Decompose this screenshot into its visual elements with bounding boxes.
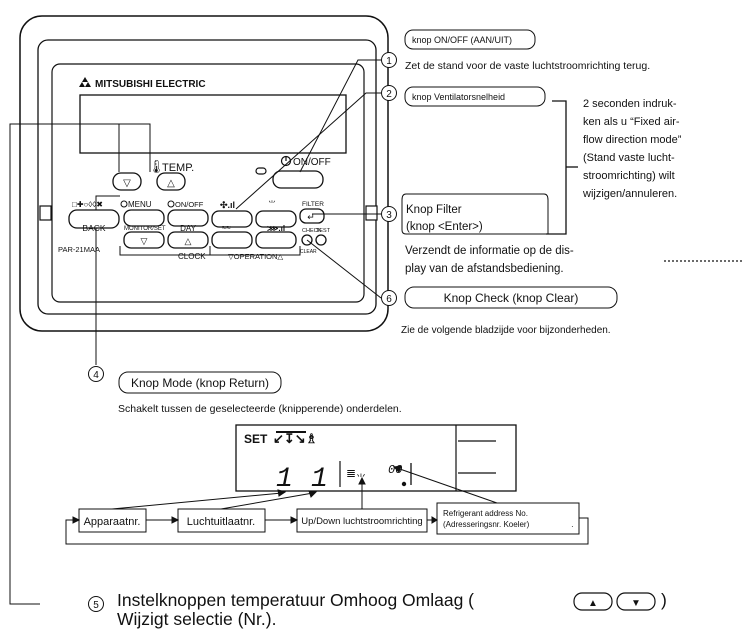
callout-brace — [546, 100, 567, 235]
callout-2-number: 2 — [386, 89, 392, 100]
power-led — [255, 167, 267, 175]
svg-text:(Stand vaste lucht-: (Stand vaste lucht- — [583, 152, 675, 164]
lcd-address-value: 00 — [388, 463, 402, 477]
lcd-detail: SET ↙↧↘♗ 1 1 ≣ ⺌ 00 — [235, 424, 517, 495]
callout-4-desc: Schakelt tussen de geselecteerde (knippe… — [118, 403, 402, 415]
test-button[interactable] — [315, 234, 327, 246]
menu-clock-icon — [120, 200, 128, 208]
lcd-digit-2: 1 — [311, 464, 328, 495]
lcd-vane-icon: ≣ — [346, 466, 356, 480]
flow-step-4-line-2: (Adresseringsnr. Koeler) — [443, 520, 530, 529]
filter-label: FILTER — [302, 201, 324, 208]
callout-3-desc-2: play van de afstandsbediening. — [405, 263, 564, 275]
flow-arrows — [65, 465, 589, 545]
callout-6-title: Knop Check (knop Clear) — [444, 291, 579, 305]
callout-5-title: Instelknoppen temperatuur Omhoog Omlaag … — [117, 590, 474, 610]
flow-sequence: Apparaatnr. Luchtuitlaatnr. Up/Down luch… — [78, 502, 580, 535]
svg-text:△: △ — [185, 236, 192, 246]
svg-text:▽: ▽ — [123, 178, 131, 189]
thermometer-icon: 🌡 — [148, 159, 165, 174]
onoff-main-label: ON/OFF — [293, 157, 331, 168]
menu-button[interactable] — [123, 209, 165, 227]
timer-icon — [167, 200, 175, 208]
check-label: CHECK — [302, 228, 322, 234]
brace-text: 2 seconden indruk- ken als u “Fixed air-… — [582, 98, 682, 200]
callout-1-desc: Zet de stand voor de vaste luchtstroomri… — [405, 60, 650, 72]
callout-5-up-button: ▲ — [573, 592, 613, 611]
louver-icon: ⺌ — [268, 200, 276, 209]
menu-label: MENU — [128, 200, 152, 209]
callout-2-title: knop Ventilatorsnelheid — [412, 92, 505, 102]
svg-text:△: △ — [167, 178, 175, 189]
flow-step-3: Up/Down luchtstroomrichting — [301, 516, 422, 527]
svg-text:▲: ▲ — [588, 598, 598, 609]
mode-back-button[interactable] — [68, 209, 120, 229]
callout-6-desc: Zie de volgende bladzijde voor bijzonder… — [401, 325, 611, 336]
operation-label: ▽OPERATION△ — [228, 252, 284, 261]
callout-5-down-button: ▼ — [616, 592, 656, 611]
test-label: TEST — [316, 228, 331, 234]
mitsubishi-logo — [79, 77, 91, 87]
timer-onoff-label: ON/OFF — [175, 200, 204, 209]
timer-onoff-button[interactable] — [167, 209, 209, 227]
enter-icon: ↵ — [307, 212, 315, 222]
clear-label: CLEAR — [300, 249, 317, 255]
callout-5-title-end: ) — [661, 590, 667, 610]
lcd-airflow-icons: ↙↧↘♗ — [273, 431, 317, 446]
svg-text:flow direction mode”: flow direction mode” — [583, 134, 682, 146]
louver-mode-icon: ≈≈ — [222, 223, 231, 232]
monitor-set-label: MONITOR/SET — [124, 226, 166, 232]
svg-text:wijzigen/annuleren.: wijzigen/annuleren. — [582, 188, 677, 200]
model-label: PAR-21MAA — [58, 245, 100, 254]
svg-text:·: · — [571, 522, 574, 531]
filter-enter-button[interactable] — [299, 208, 325, 224]
brand-label: MITSUBISHI ELECTRIC — [95, 79, 206, 90]
flow-step-2: Luchtuitlaatnr. — [187, 516, 256, 528]
svg-text:stroomrichting) wilt: stroomrichting) wilt — [583, 170, 675, 182]
temp-label: TEMP. — [162, 162, 194, 174]
svg-text:▼: ▼ — [631, 598, 641, 609]
mode-icons: □✚○◊◊✖ — [72, 200, 103, 209]
callout-4-title: Knop Mode (knop Return) — [131, 376, 269, 390]
back-label: BACK — [82, 223, 105, 233]
temp-down-button[interactable]: ▽ — [112, 172, 142, 191]
svg-text:🌡: 🌡 — [148, 159, 165, 174]
remote-controller: MITSUBISHI ELECTRIC 🌡 TEMP. ▽ △ ON/OFF □… — [19, 15, 389, 332]
callout-1-title: knop ON/OFF (AAN/UIT) — [412, 35, 512, 45]
svg-text:ken als u “Fixed air-: ken als u “Fixed air- — [583, 116, 680, 128]
callout-3-desc-1: Verzendt de informatie op de dis- — [405, 245, 574, 257]
callout-5-number: 5 — [93, 600, 99, 611]
callout-3-title: Knop Filter — [406, 204, 462, 216]
callout-5-desc: Wijzigt selectie (Nr.). — [117, 609, 276, 629]
fan-speed-icon: ✣.ıl — [220, 200, 235, 210]
day-label: DAY — [180, 224, 197, 233]
onoff-main-button[interactable] — [272, 170, 324, 189]
callout-3-number: 3 — [386, 210, 392, 221]
airflow-button[interactable] — [255, 210, 297, 228]
clock-label: CLOCK — [178, 252, 206, 261]
temp-up-button[interactable]: △ — [156, 172, 186, 191]
flow-step-4-line-1: Refrigerant address No. — [443, 509, 528, 518]
flow-step-1: Apparaatnr. — [84, 516, 141, 528]
callout-1-number: 1 — [386, 56, 392, 67]
clock-up-button[interactable]: △ — [167, 231, 209, 249]
operation-down-button[interactable] — [211, 231, 253, 249]
svg-text:▽: ▽ — [141, 236, 148, 246]
lcd-digit-1: 1 — [276, 464, 293, 495]
operation-up-button[interactable] — [255, 231, 297, 249]
vane-icon: ⋙.ıl — [267, 224, 285, 233]
clock-down-button[interactable]: ▽ — [123, 231, 165, 249]
lcd-set-label: SET — [244, 432, 268, 446]
svg-text:2 seconden indruk-: 2 seconden indruk- — [583, 98, 677, 110]
callout-4-number: 4 — [93, 370, 99, 381]
callout-6-number: 6 — [386, 294, 392, 305]
callout-3-subtitle: (knop <Enter>) — [406, 221, 483, 233]
fan-speed-button[interactable] — [211, 210, 253, 228]
callout-lines — [9, 59, 742, 605]
